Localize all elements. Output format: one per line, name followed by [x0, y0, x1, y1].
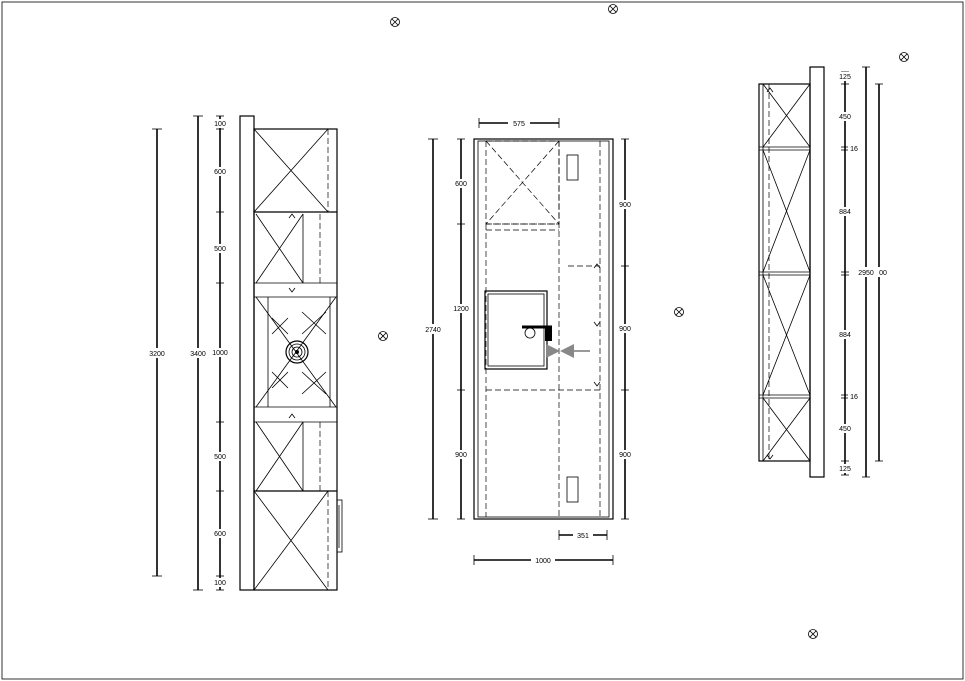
right-wall-panel — [809, 66, 825, 478]
dim-label-rseg-0: 125 — [839, 74, 851, 81]
dim-label-bottom-small: 351 — [577, 533, 589, 540]
dim-label-right-total-2: 00 — [879, 270, 887, 277]
dim-label-width-top: 575 — [513, 121, 525, 128]
valve-icon — [546, 344, 590, 358]
dim-label-rseg-5: 16 — [850, 394, 858, 401]
dim-label-seg-4: 500 — [214, 454, 226, 461]
dim-label-rseg-2: 16 — [850, 146, 858, 153]
dim-label-rseg-4: 884 — [839, 332, 851, 339]
dim-label-rseg-1: 450 — [839, 114, 851, 121]
vent-bottom — [566, 476, 579, 503]
dim-label-height-total: 2740 — [425, 327, 441, 334]
circle-x-marker-icon — [674, 307, 684, 317]
dim-label-right-seg-1: 900 — [619, 326, 631, 333]
left-elevation: 3200 3400 100 600 500 1000 500 600 100 — [146, 115, 343, 591]
dim-label-right-seg-2: 900 — [619, 452, 631, 459]
faucet-icon — [522, 325, 552, 341]
circle-x-marker-icon — [899, 52, 909, 62]
marker-group — [378, 4, 909, 639]
dim-label-left-seg-1: 1200 — [453, 306, 469, 313]
dim-label-rseg-7: 125 — [839, 466, 851, 473]
dim-label-seg-1: 600 — [214, 169, 226, 176]
dim-label-seg-5: 600 — [214, 531, 226, 538]
dim-label-right-seg-0: 900 — [619, 202, 631, 209]
dim-label-overall-1: 3200 — [149, 351, 165, 358]
left-wall-panel — [239, 115, 255, 591]
dim-label-left-seg-0: 600 — [455, 181, 467, 188]
dim-label-left-seg-2: 900 — [455, 452, 467, 459]
vent-top — [566, 154, 579, 181]
circle-x-marker-icon — [390, 17, 400, 27]
left-cabinet-column — [253, 128, 338, 591]
right-elevation: 125 450 16 884 884 16 450 125 2950 00 — [758, 66, 890, 478]
center-elevation: 575 2740 600 1200 900 900 900 900 — [422, 118, 635, 565]
dim-label-width-total: 1000 — [535, 558, 551, 565]
circle-x-marker-icon — [808, 629, 818, 639]
dim-label-overall-2: 3400 — [190, 351, 206, 358]
dim-label-seg-0: 100 — [214, 121, 226, 128]
fan-appliance-icon — [285, 340, 309, 364]
dim-label-right-total-1: 2950 — [858, 270, 874, 277]
center-wall-outline — [473, 138, 614, 520]
dim-label-rseg-3: 884 — [839, 209, 851, 216]
circle-x-marker-icon — [608, 4, 618, 14]
dim-label-rseg-6: 450 — [839, 426, 851, 433]
dim-label-seg-2: 500 — [214, 246, 226, 253]
right-cabinet-column — [758, 83, 811, 462]
circle-x-marker-icon — [378, 331, 388, 341]
dim-label-seg-6: 100 — [214, 580, 226, 587]
dim-label-seg-3: 1000 — [212, 350, 228, 357]
window-opening — [484, 290, 548, 370]
